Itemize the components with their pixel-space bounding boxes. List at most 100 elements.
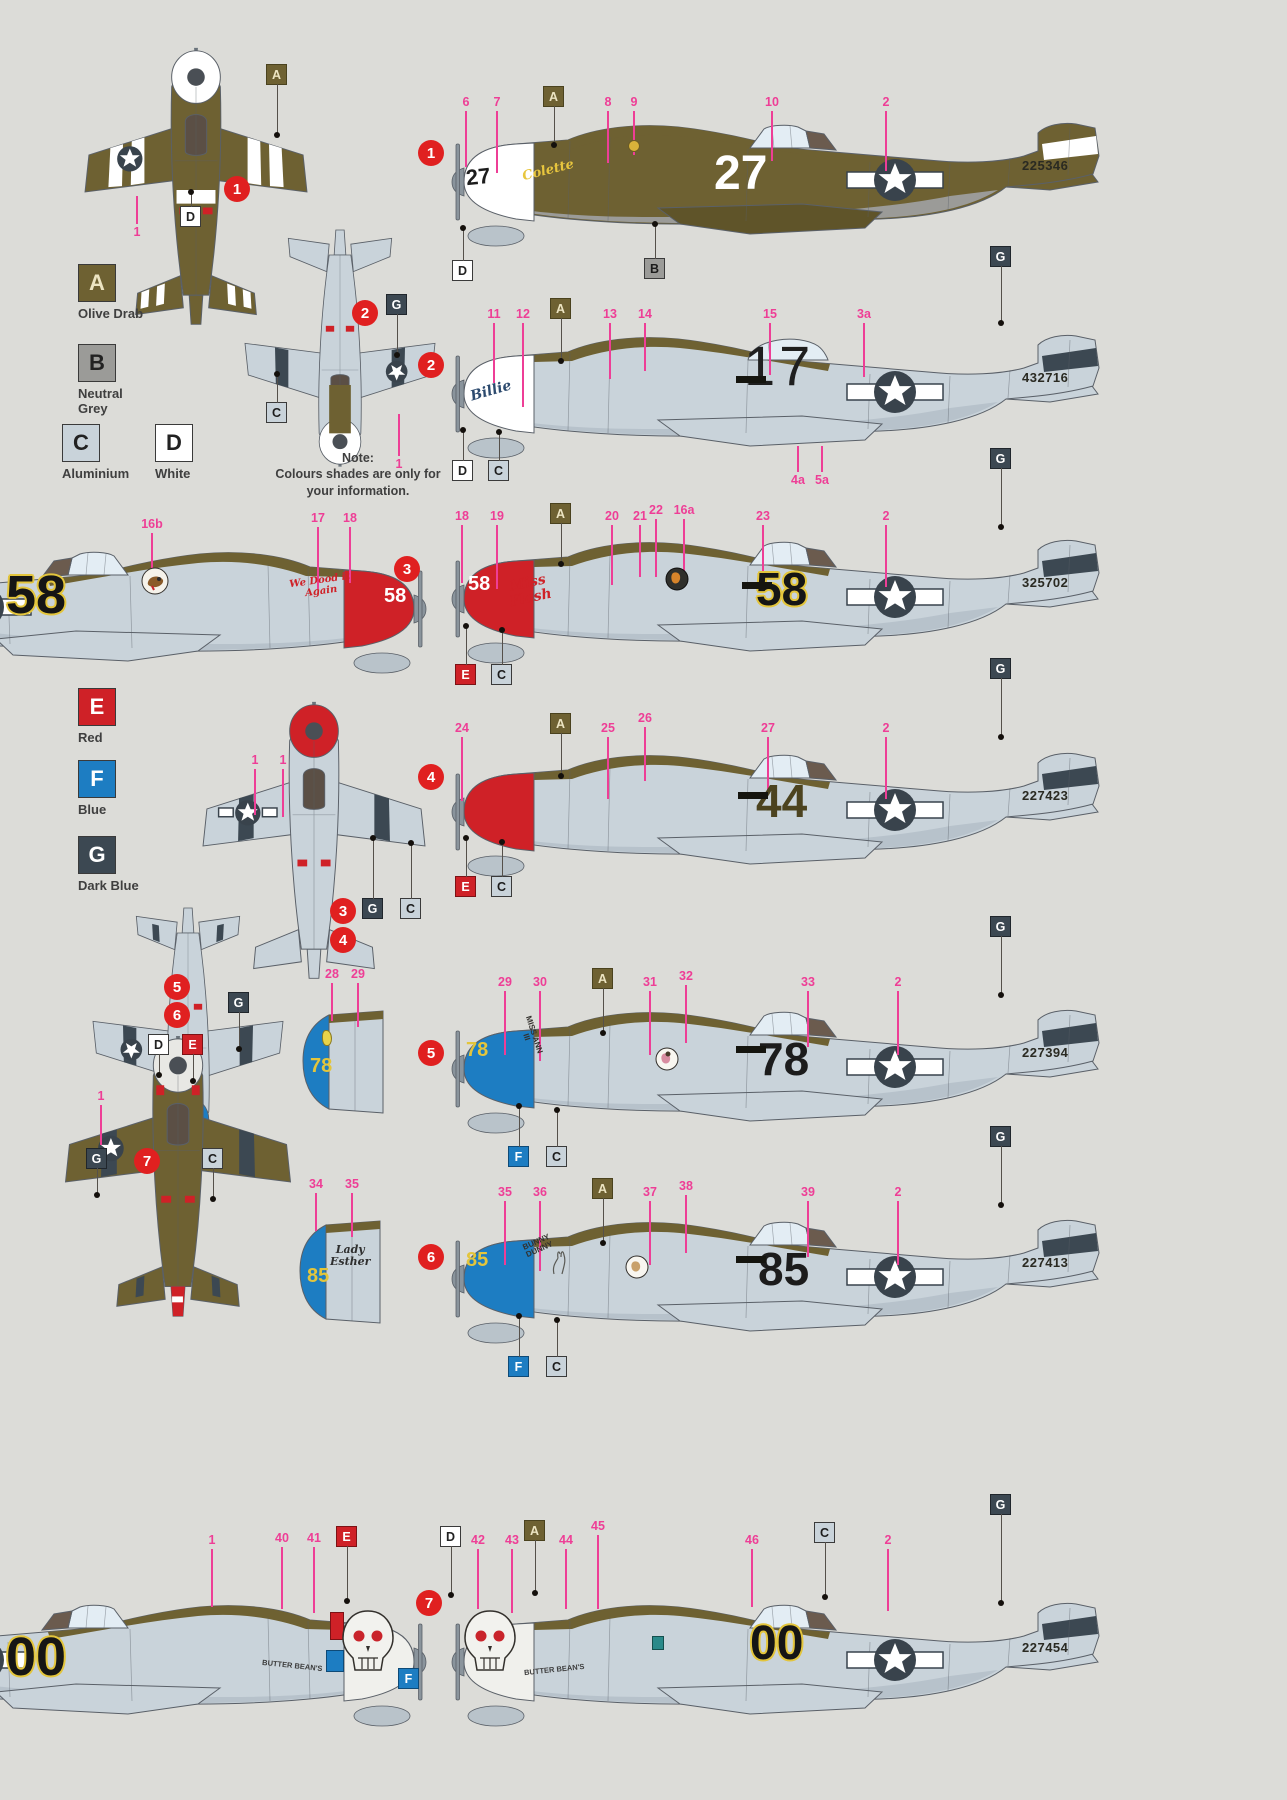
color-callout-box-G: G xyxy=(990,246,1011,326)
callout-5a: 5a xyxy=(805,446,839,487)
color-callout-box-E: E xyxy=(455,835,476,897)
callout-17: 17 xyxy=(301,512,335,589)
color-callout-box-G: G xyxy=(990,658,1011,740)
letter: C xyxy=(271,405,282,420)
scheme-marker-3: 3 xyxy=(330,898,356,924)
callout-38: 38 xyxy=(669,1180,703,1253)
color-callout-box-A: A xyxy=(550,298,571,364)
callout-25: 25 xyxy=(591,722,625,799)
callout-1: 1 xyxy=(195,1534,229,1607)
callout-7: 7 xyxy=(480,96,514,173)
callout-32: 32 xyxy=(669,970,703,1043)
callout-26: 26 xyxy=(628,712,662,781)
profile-1-marker: 1 xyxy=(418,140,444,166)
callout-6: 6 xyxy=(449,96,483,167)
callout-41: 41 xyxy=(297,1532,331,1613)
data-stencil xyxy=(742,582,772,589)
callout-27: 27 xyxy=(751,722,785,791)
color-callout-box-A: A xyxy=(550,713,571,779)
callout-1: 1 xyxy=(84,1090,118,1145)
color-callout-box-G: G xyxy=(990,916,1011,998)
color-callout-box-G: G xyxy=(228,992,249,1052)
color-callout-box-A: A xyxy=(266,64,287,138)
color-callout-box-G: G xyxy=(386,294,407,358)
color-callout-box-F: F xyxy=(508,1313,529,1377)
legend-label: Neutral Grey xyxy=(78,386,123,416)
callout-2: 2 xyxy=(881,976,915,1055)
callout-21: 21 xyxy=(623,510,657,577)
tail-serial: 227423 xyxy=(1022,788,1069,803)
fuselage-number: 58 xyxy=(756,563,808,615)
color-callout-box-G: G xyxy=(362,835,383,919)
callout-23: 23 xyxy=(746,510,780,579)
callout-30: 30 xyxy=(523,976,557,1061)
callout-2: 2 xyxy=(871,1534,905,1611)
color-callout-box-G: G xyxy=(86,1148,107,1198)
pinup-nose-art xyxy=(665,567,689,591)
dog-nose-art xyxy=(141,567,169,595)
legend-label: Aluminium xyxy=(62,466,130,481)
fuselage-number: 58 xyxy=(6,565,67,625)
scheme-marker-7: 7 xyxy=(134,1148,160,1174)
callout-9: 9 xyxy=(617,96,651,155)
color-callout-box-A: A xyxy=(592,968,613,1036)
skull-nose-art xyxy=(342,1610,394,1671)
cowl-number: 58 xyxy=(384,585,407,607)
legend-olive-drab: A Olive Drab xyxy=(78,264,164,322)
profile-7-marker: 7 xyxy=(416,1590,442,1616)
callout-16a: 16a xyxy=(667,504,701,581)
color-callout-box-C: C xyxy=(202,1148,223,1202)
letter: D xyxy=(185,209,196,224)
callout-20: 20 xyxy=(595,510,629,585)
callout-8: 8 xyxy=(591,96,625,163)
callout-29: 29 xyxy=(488,976,522,1055)
data-stencil xyxy=(736,1046,766,1053)
pinup-nose-art xyxy=(655,1047,679,1071)
callout-43: 43 xyxy=(495,1534,529,1613)
legend-label: Dark Blue xyxy=(78,878,139,893)
pinup-nose-art xyxy=(625,1255,649,1279)
tail-serial: 325702 xyxy=(1022,575,1069,590)
color-callout-box-A: A xyxy=(592,1178,613,1246)
color-callout-box-C: C xyxy=(400,840,421,919)
callout-1: 1 xyxy=(266,754,300,817)
cowl-number: 27 xyxy=(464,162,492,191)
color-callout-box-D: D xyxy=(452,427,473,481)
color-callout-box-E: E xyxy=(455,623,476,685)
bunny-nose-art xyxy=(552,1251,566,1275)
fuselage-number: 44 xyxy=(756,775,808,827)
color-callout-box-C: C xyxy=(491,839,512,897)
callout-16b: 16b xyxy=(135,518,169,581)
callout-4a: 4a xyxy=(781,446,815,487)
squadron-emblem-art xyxy=(628,140,640,152)
legend-label: Olive Drab xyxy=(78,306,144,321)
profile-2-marker: 2 xyxy=(418,352,444,378)
profile-6-marker: 6 xyxy=(418,1244,444,1270)
color-callout-box-D: D xyxy=(440,1526,461,1598)
callout-34: 34 xyxy=(299,1178,333,1231)
inset-cowl-number: 78 xyxy=(310,1055,333,1077)
legend-swatch-E: E xyxy=(78,688,116,726)
fuselage-number: 00 xyxy=(750,1617,804,1670)
callout-15: 15 xyxy=(753,308,787,375)
callout-33: 33 xyxy=(791,976,825,1047)
legend-label: Blue xyxy=(78,802,107,817)
scheme-marker-1: 1 xyxy=(224,176,250,202)
data-stencil xyxy=(736,1256,766,1263)
callout-10: 10 xyxy=(755,96,789,161)
callout-1: 1 xyxy=(120,196,154,239)
color-callout-box-G: G xyxy=(990,1126,1011,1208)
legend-swatch-D: D xyxy=(155,424,193,462)
callout-13: 13 xyxy=(593,308,627,379)
legend-blue: F Blue xyxy=(78,760,164,818)
cowl-number: 85 xyxy=(466,1249,489,1271)
legend-swatch-B: B xyxy=(78,344,116,382)
callout-46: 46 xyxy=(735,1534,769,1607)
callout-1: 1 xyxy=(238,754,272,815)
color-callout-box-F: F xyxy=(398,1668,419,1689)
scheme-marker-4: 4 xyxy=(330,927,356,953)
legend-dark-blue: G Dark Blue xyxy=(78,836,164,894)
color-callout-box-A: A xyxy=(543,86,564,148)
callout-29: 29 xyxy=(341,968,375,1027)
